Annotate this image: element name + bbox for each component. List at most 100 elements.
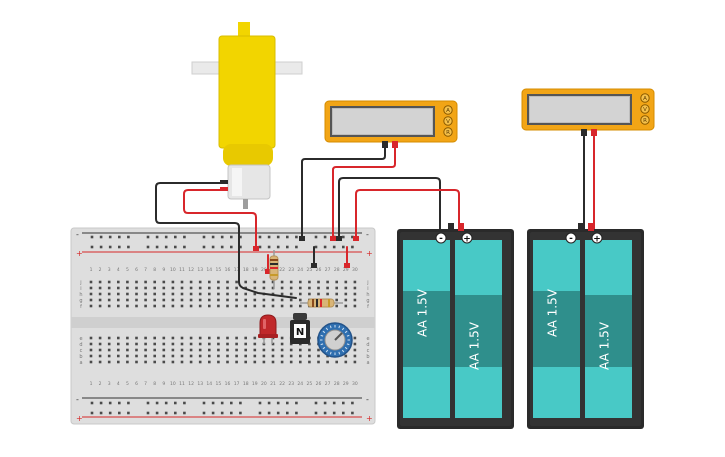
breadboard-hole[interactable] bbox=[144, 336, 147, 340]
rail-hole[interactable] bbox=[239, 411, 242, 415]
breadboard-hole[interactable] bbox=[117, 360, 120, 364]
breadboard-hole[interactable] bbox=[244, 280, 247, 284]
breadboard-hole[interactable] bbox=[144, 286, 147, 290]
rail-hole[interactable] bbox=[267, 401, 271, 405]
breadboard-hole[interactable] bbox=[107, 280, 111, 284]
rail-hole[interactable] bbox=[155, 401, 159, 405]
breadboard-hole[interactable] bbox=[198, 354, 202, 358]
breadboard-hole[interactable] bbox=[335, 280, 338, 284]
breadboard-hole[interactable] bbox=[289, 348, 293, 352]
rail-hole[interactable] bbox=[323, 235, 327, 239]
breadboard-hole[interactable] bbox=[89, 292, 93, 296]
breadboard-hole[interactable] bbox=[135, 280, 138, 284]
breadboard-hole[interactable] bbox=[289, 286, 293, 290]
breadboard-hole[interactable] bbox=[135, 348, 138, 352]
breadboard-hole[interactable] bbox=[153, 292, 156, 296]
breadboard-hole[interactable] bbox=[89, 360, 93, 364]
rail-hole[interactable] bbox=[211, 401, 215, 405]
breadboard-hole[interactable] bbox=[217, 336, 220, 340]
breadboard-hole[interactable] bbox=[189, 292, 193, 296]
rail-hole[interactable] bbox=[99, 235, 103, 239]
breadboard-hole[interactable] bbox=[299, 354, 302, 358]
rail-hole[interactable] bbox=[220, 235, 224, 239]
breadboard-hole[interactable] bbox=[171, 336, 175, 340]
breadboard-hole[interactable] bbox=[217, 348, 220, 352]
breadboard-hole[interactable] bbox=[107, 336, 111, 340]
breadboard-hole[interactable] bbox=[162, 354, 166, 358]
breadboard-hole[interactable] bbox=[353, 348, 357, 352]
breadboard-hole[interactable] bbox=[89, 354, 93, 358]
rail-hole[interactable] bbox=[286, 245, 289, 249]
breadboard-hole[interactable] bbox=[289, 304, 293, 308]
breadboard-hole[interactable] bbox=[253, 292, 257, 296]
breadboard-hole[interactable] bbox=[299, 292, 302, 296]
breadboard-hole[interactable] bbox=[244, 304, 247, 308]
breadboard-hole[interactable] bbox=[353, 342, 357, 346]
breadboard-hole[interactable] bbox=[271, 298, 275, 302]
breadboard-hole[interactable] bbox=[153, 304, 156, 308]
breadboard-hole[interactable] bbox=[326, 360, 329, 364]
breadboard-hole[interactable] bbox=[189, 360, 193, 364]
rail-hole[interactable] bbox=[332, 245, 336, 249]
breadboard-hole[interactable] bbox=[117, 336, 120, 340]
rail-hole[interactable] bbox=[323, 401, 327, 405]
potentiometer[interactable] bbox=[317, 322, 353, 358]
breadboard-hole[interactable] bbox=[107, 348, 111, 352]
breadboard-hole[interactable] bbox=[253, 304, 257, 308]
wire-meter1-black[interactable] bbox=[301, 147, 386, 239]
breadboard-hole[interactable] bbox=[271, 280, 275, 284]
breadboard-hole[interactable] bbox=[89, 348, 93, 352]
breadboard-hole[interactable] bbox=[217, 304, 220, 308]
breadboard-hole[interactable] bbox=[117, 298, 120, 302]
breadboard-hole[interactable] bbox=[344, 304, 348, 308]
breadboard-hole[interactable] bbox=[144, 298, 147, 302]
breadboard-hole[interactable] bbox=[135, 298, 138, 302]
breadboard-hole[interactable] bbox=[171, 298, 175, 302]
rail-hole[interactable] bbox=[342, 235, 345, 239]
breadboard-hole[interactable] bbox=[162, 360, 166, 364]
breadboard-hole[interactable] bbox=[299, 280, 302, 284]
breadboard-hole[interactable] bbox=[226, 354, 229, 358]
breadboard-hole[interactable] bbox=[180, 336, 184, 340]
breadboard-hole[interactable] bbox=[98, 354, 102, 358]
breadboard-hole[interactable] bbox=[89, 336, 93, 340]
breadboard-hole[interactable] bbox=[308, 286, 311, 290]
breadboard-hole[interactable] bbox=[144, 360, 147, 364]
breadboard-hole[interactable] bbox=[262, 298, 266, 302]
breadboard-hole[interactable] bbox=[162, 298, 166, 302]
rail-hole[interactable] bbox=[295, 411, 298, 415]
breadboard-hole[interactable] bbox=[107, 360, 111, 364]
rail-hole[interactable] bbox=[286, 401, 289, 405]
wire-battery1-red[interactable] bbox=[355, 189, 460, 239]
breadboard-hole[interactable] bbox=[335, 292, 338, 296]
breadboard-hole[interactable] bbox=[317, 280, 320, 284]
rail-hole[interactable] bbox=[295, 235, 298, 239]
breadboard-hole[interactable] bbox=[235, 298, 238, 302]
breadboard-hole[interactable] bbox=[153, 280, 156, 284]
breadboard-hole[interactable] bbox=[353, 304, 357, 308]
rail-hole[interactable] bbox=[239, 235, 242, 239]
breadboard-hole[interactable] bbox=[335, 360, 338, 364]
breadboard-hole[interactable] bbox=[180, 292, 184, 296]
breadboard-hole[interactable] bbox=[208, 336, 211, 340]
breadboard-hole[interactable] bbox=[326, 286, 329, 290]
rail-hole[interactable] bbox=[99, 401, 103, 405]
breadboard-hole[interactable] bbox=[189, 304, 193, 308]
breadboard-hole[interactable] bbox=[135, 286, 138, 290]
breadboard-hole[interactable] bbox=[289, 354, 293, 358]
breadboard-hole[interactable] bbox=[226, 292, 229, 296]
rail-hole[interactable] bbox=[220, 245, 224, 249]
rail-hole[interactable] bbox=[202, 235, 206, 239]
breadboard-hole[interactable] bbox=[235, 354, 238, 358]
breadboard-hole[interactable] bbox=[244, 298, 247, 302]
breadboard-hole[interactable] bbox=[217, 354, 220, 358]
breadboard-hole[interactable] bbox=[253, 348, 257, 352]
breadboard-hole[interactable] bbox=[289, 298, 293, 302]
rail-hole[interactable] bbox=[342, 401, 345, 405]
breadboard-hole[interactable] bbox=[117, 348, 120, 352]
rail-hole[interactable] bbox=[230, 235, 233, 239]
rail-hole[interactable] bbox=[183, 401, 186, 405]
breadboard-hole[interactable] bbox=[280, 304, 284, 308]
rail-hole[interactable] bbox=[258, 245, 262, 249]
breadboard-hole[interactable] bbox=[344, 298, 348, 302]
